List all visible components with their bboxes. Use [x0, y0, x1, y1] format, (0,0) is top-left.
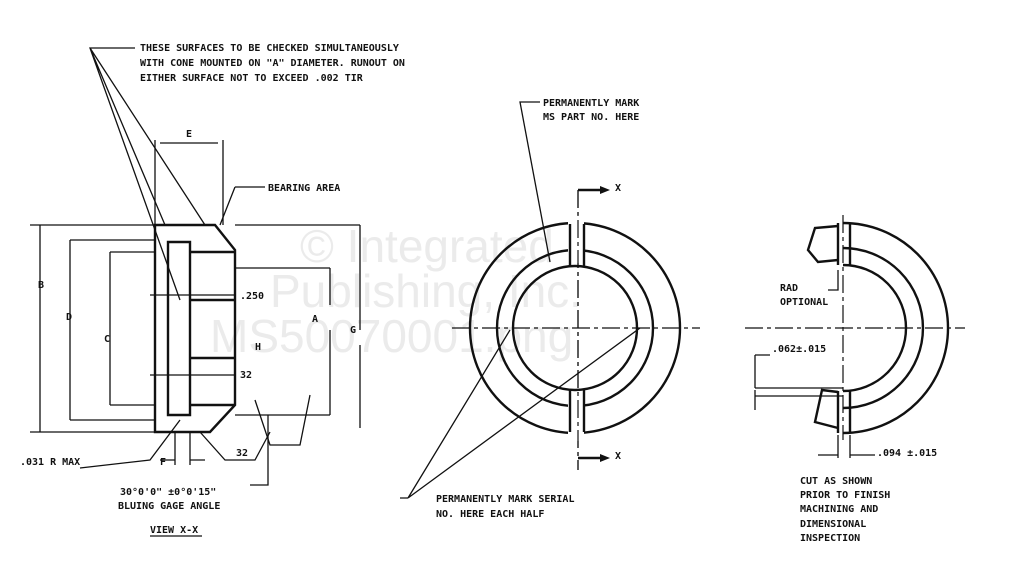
dim-250: .250	[240, 291, 264, 302]
dim-c: C	[104, 334, 110, 345]
detail-cut-edges	[836, 223, 852, 433]
part-mark-leader	[519, 101, 551, 263]
serial-mark-line1: PERMANENTLY MARK SERIAL	[436, 494, 574, 505]
finish-32-upper: 32	[240, 370, 252, 381]
dim-a-lines	[235, 267, 331, 416]
dim-h: H	[255, 342, 261, 353]
cut-note-line5: INSPECTION	[800, 533, 860, 544]
gap-width-dim-lines	[818, 435, 875, 458]
gap-height-dim: .062±.015	[772, 344, 826, 355]
section-arrows	[578, 188, 600, 460]
dim-e: E	[186, 129, 192, 140]
cut-note-line3: MACHINING AND	[800, 504, 878, 515]
dim-g-lines	[235, 224, 361, 428]
view-x-x-section	[30, 47, 361, 537]
finish-symbols	[199, 394, 311, 461]
dim-g: G	[350, 325, 356, 336]
rad-label-line1: RAD	[780, 283, 798, 294]
cone-flange	[166, 240, 192, 417]
dim-f-lines	[160, 432, 205, 465]
view-label: VIEW X-X	[150, 525, 198, 536]
bore-c	[109, 251, 155, 406]
dim-e-lines	[154, 140, 224, 225]
cut-note-line4: DIMENSIONAL	[800, 519, 866, 530]
cone-steps	[190, 250, 235, 407]
check-leaders	[89, 47, 206, 301]
bearing-area-leader	[219, 186, 265, 226]
dim-a: A	[312, 314, 318, 325]
part-mark-line2: MS PART NO. HERE	[543, 112, 639, 123]
dim-b-lines	[30, 224, 155, 433]
dim-f: F	[160, 457, 166, 468]
broken-edges	[806, 224, 839, 430]
detail-outer-arc	[842, 221, 950, 435]
detail-middle-arc	[842, 246, 925, 410]
cut-note-line2: PRIOR TO FINISH	[800, 490, 890, 501]
radius-max-label: .031 R MAX	[20, 457, 80, 468]
bearing-area-label: BEARING AREA	[268, 183, 340, 194]
finish-32-lower: 32	[236, 448, 248, 459]
rad-leader	[828, 270, 839, 291]
serial-mark-line2: NO. HERE EACH HALF	[436, 509, 544, 520]
ring-inner-circle	[511, 264, 639, 392]
bore-d	[69, 239, 155, 421]
check-note-line3: EITHER SURFACE NOT TO EXCEED .002 TIR	[140, 73, 364, 84]
detail-inner-arc	[842, 263, 908, 393]
part-mark-line1: PERMANENTLY MARK	[543, 98, 639, 109]
radius-leader	[79, 419, 181, 469]
dim-d: D	[66, 312, 72, 323]
watermark-line1: © Integrated	[300, 220, 554, 272]
gage-leader	[250, 415, 269, 486]
section-x-top: X	[615, 183, 621, 194]
dim-250-h-lines	[150, 294, 235, 376]
bottom-cut-gap	[568, 393, 584, 441]
gap-width-dim: .094 ±.015	[877, 448, 937, 459]
split-ring-front-view	[400, 101, 700, 499]
gage-angle-line1: 30°0'0" ±0°0'15"	[120, 487, 216, 498]
cut-edges	[568, 224, 586, 432]
section-x-bottom: X	[615, 451, 621, 462]
serial-mark-leaders	[400, 327, 641, 499]
cut-note-line1: CUT AS SHOWN	[800, 476, 872, 487]
half-ring-detail	[745, 215, 965, 458]
watermark-line2: Publishing, Inc.	[270, 265, 582, 317]
rad-label-line2: OPTIONAL	[780, 297, 828, 308]
dim-b: B	[38, 280, 44, 291]
check-note-line1: THESE SURFACES TO BE CHECKED SIMULTANEOU…	[140, 43, 399, 54]
check-note-line2: WITH CONE MOUNTED ON "A" DIAMETER. RUNOU…	[140, 58, 405, 69]
gage-angle-line2: BLUING GAGE ANGLE	[118, 501, 220, 512]
top-cut-gap	[568, 215, 584, 263]
gap-height-dim-lines	[754, 354, 843, 410]
